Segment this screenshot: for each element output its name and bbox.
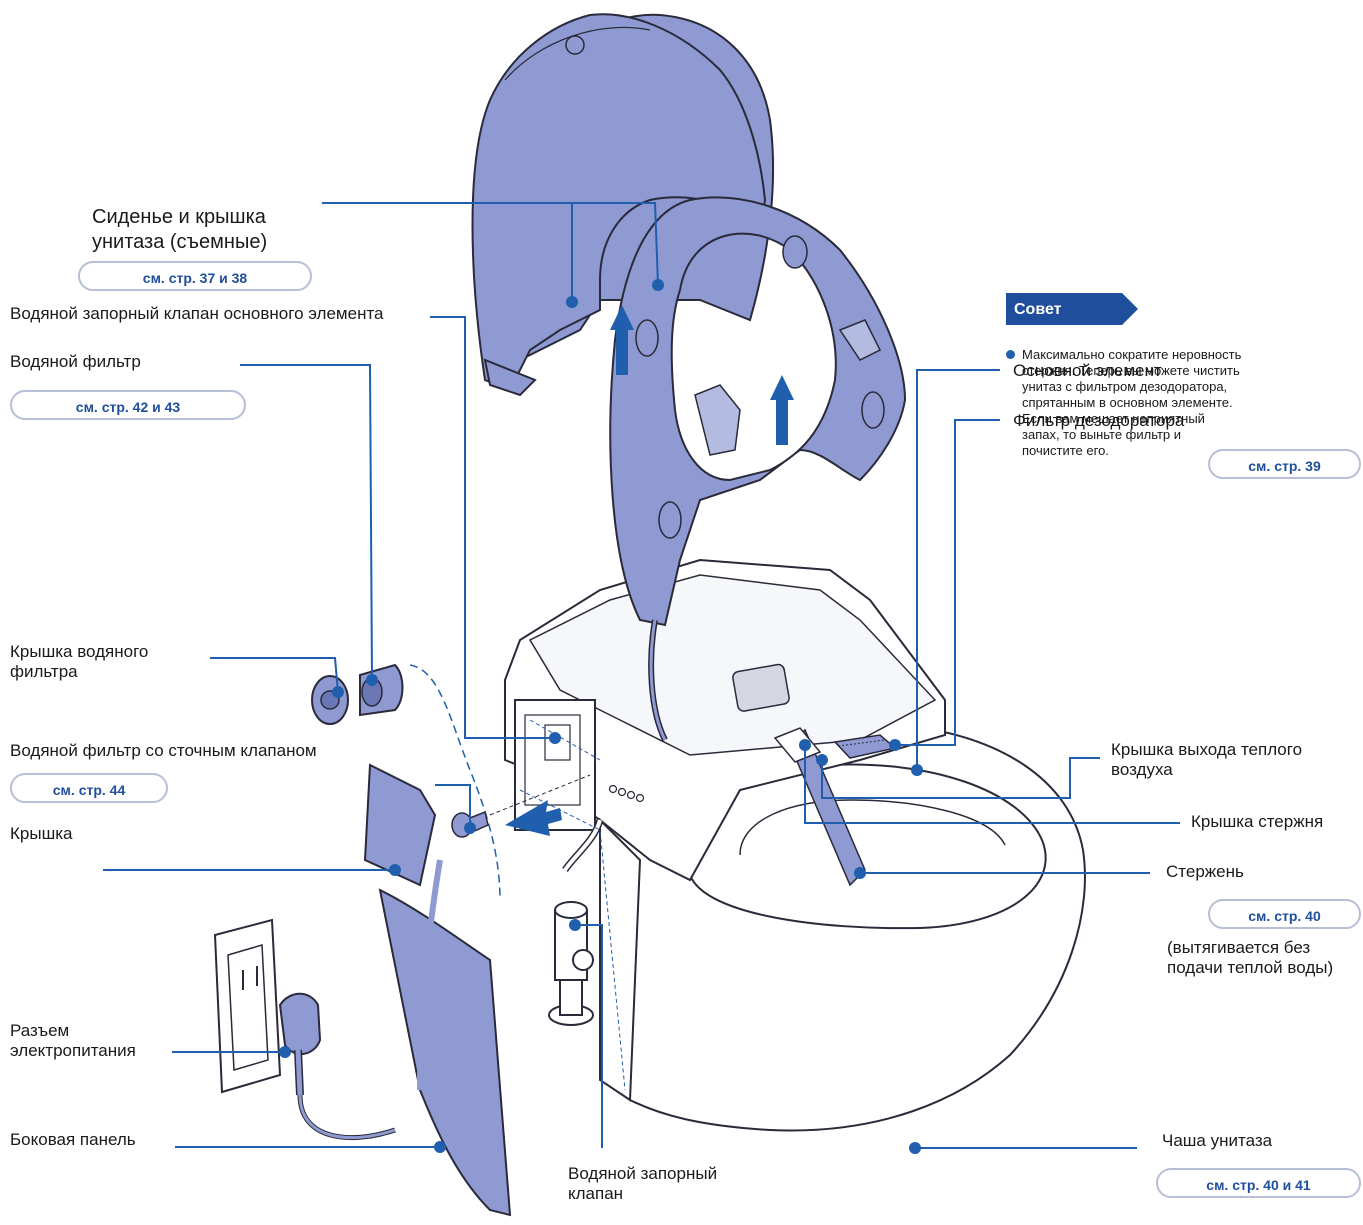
tip-bullet <box>1006 350 1015 359</box>
label-power-plug: Разъем электропитания <box>10 1021 136 1061</box>
label-water-filter-cap: Крышка водяного фильтра <box>10 642 148 682</box>
label-cover: Крышка <box>10 824 72 844</box>
label-main-valve: Водяной запорный клапан основного элемен… <box>10 304 384 324</box>
label-water-filter: Водяной фильтр <box>10 352 141 372</box>
ref-wand[interactable]: см. стр. 40 <box>1208 899 1361 929</box>
label-drain-filter: Водяной фильтр со сточным клапаном <box>10 741 317 761</box>
side-panel-shape <box>380 890 510 1215</box>
handle-recess <box>732 664 790 712</box>
label-wand-cover: Крышка стержня <box>1191 812 1323 832</box>
tip-title: Совет <box>1014 300 1061 320</box>
label-wand: Стержень <box>1166 862 1244 882</box>
ref-bowl[interactable]: см. стр. 40 и 41 <box>1156 1168 1361 1198</box>
ref-water-filter[interactable]: см. стр. 42 и 43 <box>10 390 246 420</box>
label-seat-and-lid: Сиденье и крышка унитаза (съемные) <box>92 205 267 255</box>
power-plug-shape <box>280 994 395 1138</box>
label-shutoff-valve: Водяной запорный клапан <box>568 1164 717 1204</box>
shutoff-valve-shape <box>549 902 593 1025</box>
label-side-panel: Боковая панель <box>10 1130 136 1150</box>
tip-text: Максимально сократите неровность стержня… <box>1022 347 1244 459</box>
ref-drain-filter[interactable]: см. стр. 44 <box>10 773 168 803</box>
water-filter-shape <box>312 665 403 724</box>
label-bowl: Чаша унитаза <box>1162 1131 1272 1151</box>
label-warm-air-cover: Крышка выхода теплого воздуха <box>1111 740 1302 780</box>
label-wand-note: (вытягивается без подачи теплой воды) <box>1167 938 1333 978</box>
ref-seat[interactable]: см. стр. 37 и 38 <box>78 261 312 291</box>
wall-outlet <box>215 920 280 1092</box>
